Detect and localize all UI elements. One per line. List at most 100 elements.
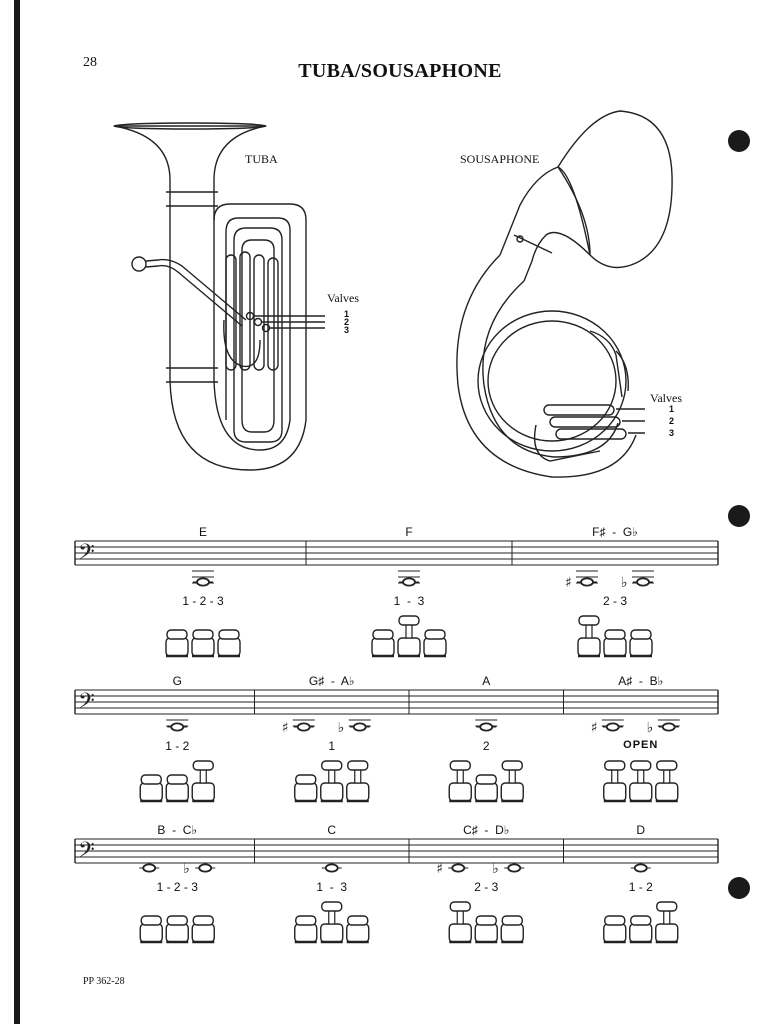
bass-clef-icon: 𝄢 [78,689,95,719]
whole-note [636,577,650,587]
page-number: 28 [83,55,97,70]
valve-casing [655,923,679,943]
chart-row-3: 𝄢♭♯♭ [74,838,719,944]
valve-pressed [630,915,652,926]
sousaphone-valve-number-1: 1 [669,404,675,414]
valve-stem [585,623,593,639]
valve-stem [199,768,207,784]
bass-clef-icon: 𝄢 [78,838,95,868]
valve-stem [663,909,671,925]
valve-stem [328,768,336,784]
valve-open [192,760,214,771]
valve-casing [320,782,344,802]
valve-pressed [166,774,188,785]
valve-casing [346,923,370,943]
valve-pressed [475,774,497,785]
valve-casing [655,782,679,802]
tuba-illustration [113,122,325,471]
valve-pressed [475,915,497,926]
valve-open [604,760,626,771]
valve-casing [629,637,653,657]
whole-note [479,722,494,732]
valve-stem [456,768,464,784]
valve-casing [320,923,344,943]
valve-stem [328,909,336,925]
whole-note [352,722,367,732]
chart-row-1: 𝄢 ♯ ♭ [74,540,719,658]
flat-icon: ♭ [621,575,628,591]
valve-pressed [501,915,523,926]
note-name-label: G♯ - A♭ [308,674,355,688]
valve-casing [191,782,215,802]
sharp-icon: ♯ [591,720,598,736]
valve-stem [637,768,645,784]
valve-casing [165,637,189,657]
binder-hole-top [728,130,750,152]
note-name-label: C♯ - D♭ [463,823,510,837]
whole-note [142,863,157,873]
page-title: TUBA/SOUSAPHONE [298,60,502,82]
valve-stem [354,768,362,784]
fingering-label: 1 - 3 [316,880,348,894]
valve-diagram [139,915,215,944]
valve-casing [629,923,653,943]
valve-pressed [166,915,188,926]
valve-casing [165,923,189,943]
binder-edge [14,0,20,1024]
whole-note [633,863,648,873]
valve-pressed [192,915,214,926]
valve-casing [474,782,498,802]
valve-pressed [140,915,162,926]
valve-casing [448,923,472,943]
valve-casing [139,923,163,943]
whole-note [507,863,522,873]
valve-diagram [139,760,215,803]
note-name-label: B - C♭ [157,823,198,837]
valve-diagram [448,760,524,803]
note-name-label: G [172,674,182,688]
flat-icon: ♭ [647,720,654,736]
note-name-label: A♯ - B♭ [618,674,664,688]
valve-diagram [294,901,370,944]
valve-diagram [577,615,653,658]
valve-diagram [448,901,524,944]
fingering-label: 2 - 3 [602,594,628,608]
valve-casing [577,637,601,657]
sharp-icon: ♯ [282,720,289,736]
valve-stem [508,768,516,784]
fingering-label: 1 - 3 [393,594,425,608]
whole-note [296,722,311,732]
fingering-label: 1 - 2 - 3 [182,594,224,608]
valve-casing [191,637,215,657]
whole-note [198,863,213,873]
bass-clef-icon: 𝄢 [78,540,95,570]
valve-casing [191,923,215,943]
chart-row-2: 𝄢♯♭♯♭ [74,689,719,803]
valve-diagram [603,901,679,944]
valve-open [321,760,343,771]
fingering-label: 1 - 2 - 3 [156,880,198,894]
valve-open [321,901,343,912]
valve-diagram [603,760,679,803]
valve-open [578,615,600,626]
tuba-label: TUBA [245,152,278,166]
sousaphone-valve-number-2: 2 [669,416,675,426]
valve-casing [165,782,189,802]
valve-stem [456,909,464,925]
note-name-label: C [327,823,337,837]
valve-pressed [604,915,626,926]
valve-pressed [295,915,317,926]
fingering-label: 1 - 2 [165,739,190,753]
valve-diagram [371,615,447,658]
valve-pressed [192,629,214,640]
valve-casing [629,782,653,802]
valve-pressed [295,774,317,785]
sharp-icon: ♯ [565,575,572,591]
valve-casing [603,782,627,802]
valve-pressed [630,629,652,640]
note-name-label: A [482,674,491,688]
valve-stem [611,768,619,784]
binder-hole-bottom [728,877,750,899]
valve-open [501,760,523,771]
